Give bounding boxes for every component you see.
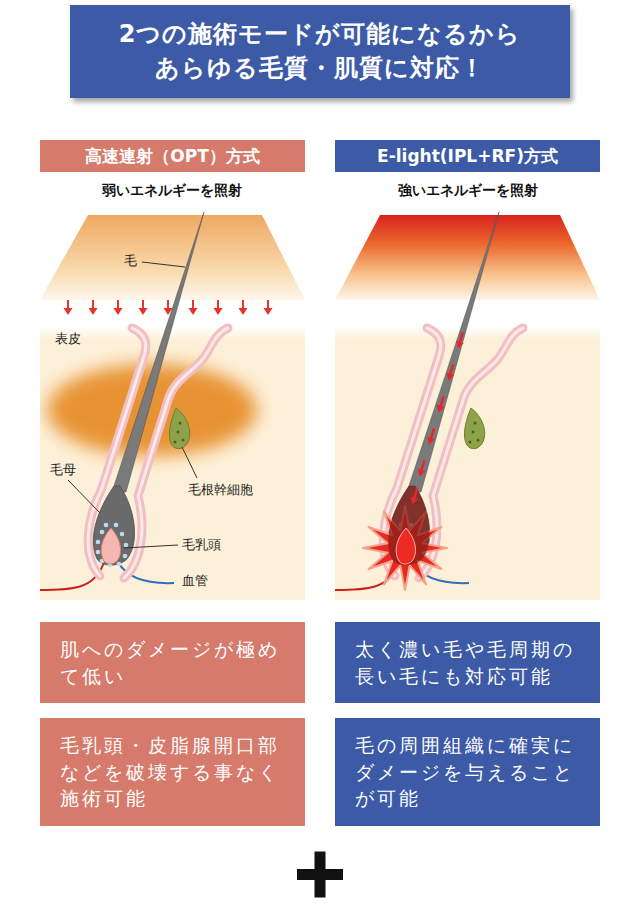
feature-text: 毛乳頭・皮脂腺開口部などを破壊する事なく施術可能 xyxy=(60,732,289,812)
leader-lines xyxy=(68,262,197,548)
skin-layer xyxy=(335,326,600,600)
feature-text: 毛の周囲組織に確実にダメージを与えることが可能 xyxy=(355,732,584,812)
irradiation-arrows xyxy=(64,300,273,315)
method-header: 高速連射（OPT）方式 xyxy=(40,140,305,172)
skin-layer xyxy=(40,326,305,600)
title-banner: 2つの施術モードが可能になるから あらゆる毛質・肌質に対応！ xyxy=(70,5,570,98)
plus-symbol xyxy=(297,852,343,898)
header-text: 高速連射（OPT）方式 xyxy=(85,145,260,167)
leader-line xyxy=(182,447,197,478)
part-label: 毛母 xyxy=(50,462,76,479)
low-energy-panel xyxy=(40,212,305,600)
hair-arrows xyxy=(409,331,467,506)
feature-box: 太く濃い毛や毛周期の長い毛にも対応可能 xyxy=(335,622,600,703)
hair-follicle xyxy=(40,212,228,590)
energy-caption: 弱いエネルギーを照射 xyxy=(102,181,242,199)
high-energy-panel xyxy=(335,212,600,600)
part-label: 毛根幹細胞 xyxy=(188,482,253,499)
part-label: 毛 xyxy=(124,253,137,270)
feature-box: 肌へのダメージが極めて低い xyxy=(40,622,305,703)
header-text: E-light(IPL+RF)方式 xyxy=(377,145,558,167)
dermal-papilla xyxy=(101,528,120,564)
feature-box: 毛の周囲組織に確実にダメージを与えることが可能 xyxy=(335,718,600,826)
feature-text: 太く濃い毛や毛周期の長い毛にも対応可能 xyxy=(355,636,584,689)
energy-caption: 強いエネルギーを照射 xyxy=(398,181,538,199)
feature-box: 毛乳頭・皮脂腺開口部などを破壊する事なく施術可能 xyxy=(40,718,305,826)
leader-line xyxy=(142,262,185,267)
title-text: 2つの施術モードが可能になるから あらゆる毛質・肌質に対応！ xyxy=(115,18,525,85)
feature-text: 肌へのダメージが極めて低い xyxy=(60,636,289,689)
leader-line xyxy=(68,480,100,513)
hair-follicle xyxy=(335,212,523,590)
light-beam xyxy=(40,215,305,300)
hair-bulb xyxy=(388,486,429,565)
part-label: 毛乳頭 xyxy=(182,537,221,554)
dermal-papilla xyxy=(396,528,415,564)
leader-line xyxy=(124,545,178,548)
method-header: E-light(IPL+RF)方式 xyxy=(335,140,600,172)
part-label: 血管 xyxy=(182,573,208,590)
part-label: 表皮 xyxy=(55,331,81,348)
light-beam xyxy=(335,215,600,300)
